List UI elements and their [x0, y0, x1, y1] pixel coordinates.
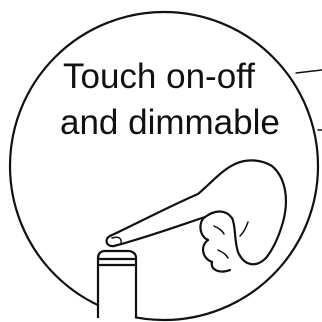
caption-line-1: Touch on-off: [63, 57, 255, 96]
lamp-base: [98, 251, 136, 318]
caption-line-2: and dimmable: [60, 103, 280, 142]
leader-lines: [296, 70, 322, 130]
